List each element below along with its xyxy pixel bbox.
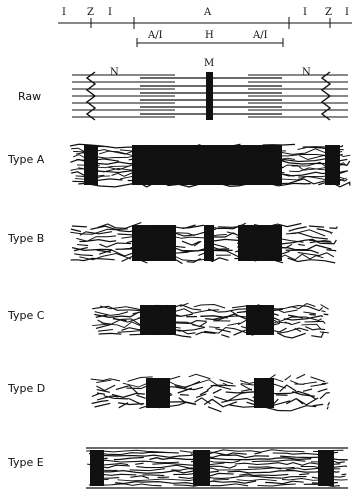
strip-5-filament	[86, 450, 349, 453]
strip-1	[70, 144, 350, 187]
thin-filaments-left	[72, 75, 175, 117]
strip-5-filament	[91, 465, 347, 468]
strip-5-filament	[93, 476, 346, 479]
damage-type-strips	[70, 144, 354, 488]
strip-5-filament	[89, 484, 340, 487]
strip-4-filament	[95, 402, 329, 411]
strip-3-filament	[92, 305, 323, 312]
strip-2	[70, 223, 344, 264]
strip-5	[86, 448, 354, 488]
strip-4	[91, 374, 341, 412]
strip-4-filament	[91, 374, 334, 383]
strip-5-filament	[89, 452, 338, 455]
raw-sarcomere-schematic	[72, 72, 348, 120]
strip-3	[92, 303, 334, 338]
strip-5-filament	[92, 481, 346, 484]
strip-5-filament	[96, 468, 352, 471]
strip-2-filament	[77, 241, 331, 248]
strip-4-filament	[97, 388, 322, 397]
strip-5-filament	[90, 471, 339, 474]
header-ruler	[58, 17, 352, 47]
strip-5-filament	[91, 473, 346, 476]
strip-4-filament	[92, 392, 341, 401]
thin-filaments-right	[248, 75, 348, 117]
strip-5-filament	[93, 455, 344, 458]
strip-5-filament	[91, 460, 354, 463]
strip-5-filament	[87, 463, 340, 466]
m-line	[206, 72, 213, 120]
